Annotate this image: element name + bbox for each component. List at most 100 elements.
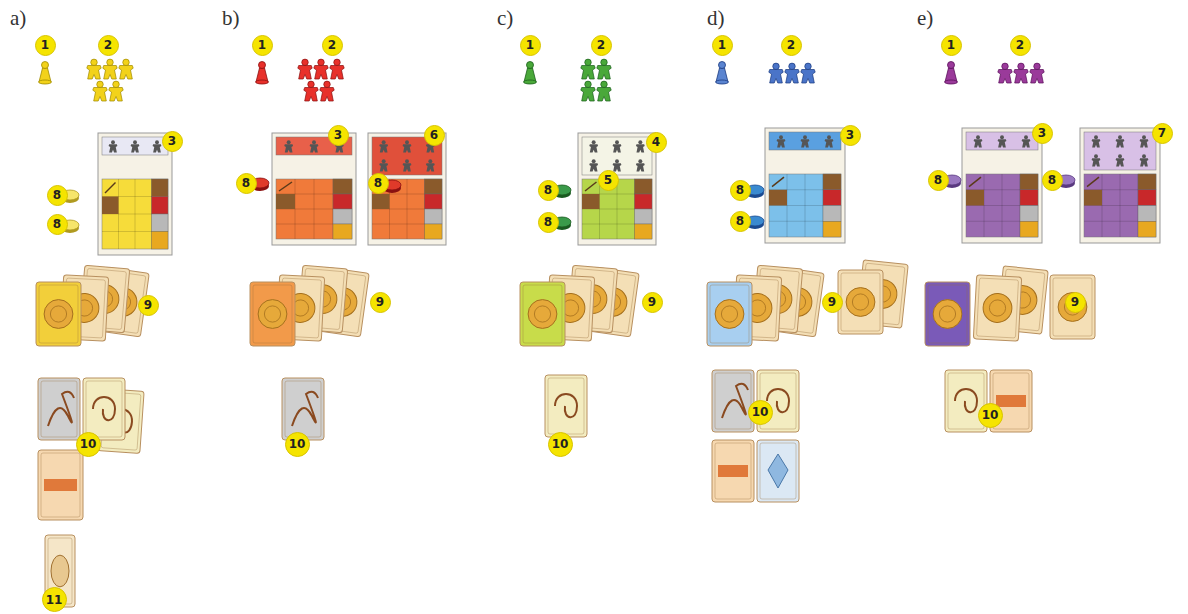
player-board	[962, 128, 1042, 243]
callout-text: 8	[736, 184, 744, 196]
callout-number: 1	[252, 35, 273, 56]
callout-text: 2	[1016, 39, 1024, 51]
player-pawn	[945, 62, 958, 85]
callout-text: 11	[46, 594, 63, 606]
player-pawn	[716, 62, 729, 85]
board-figure	[974, 135, 983, 147]
worker-meeple	[785, 63, 799, 83]
board-figure	[998, 135, 1007, 147]
column-letter: d)	[707, 8, 725, 29]
callout-number: 1	[712, 35, 733, 56]
player-board	[368, 133, 446, 245]
card	[250, 282, 295, 346]
card	[83, 378, 125, 440]
callout-number: 7	[1152, 123, 1173, 144]
callout-number: 1	[520, 35, 541, 56]
board-figure	[109, 140, 118, 152]
callout-text: 9	[828, 296, 836, 308]
callout-number: 8	[47, 214, 68, 235]
player-board	[98, 133, 172, 255]
board-figure	[1116, 154, 1125, 166]
board-figure	[613, 140, 622, 152]
callout-text: 3	[168, 135, 176, 147]
callout-text: 8	[736, 215, 744, 227]
board-figure	[801, 135, 810, 147]
board-figure	[284, 140, 293, 152]
callout-number: 3	[162, 131, 183, 152]
callout-number: 9	[642, 292, 663, 313]
callout-number: 2	[1010, 35, 1031, 56]
callout-text: 8	[374, 177, 382, 189]
board-figure	[589, 159, 598, 171]
worker-meeple	[581, 59, 595, 79]
callout-text: 8	[1048, 174, 1056, 186]
callout-text: 2	[104, 39, 112, 51]
board-figure	[403, 159, 412, 171]
worker-meeple	[298, 59, 312, 79]
worker-meeple	[330, 59, 344, 79]
worker-meeple	[119, 59, 133, 79]
callout-number: 1	[941, 35, 962, 56]
board-figure	[636, 140, 645, 152]
board-figure	[1140, 154, 1149, 166]
callout-text: 2	[597, 39, 605, 51]
callout-number: 10	[285, 432, 310, 457]
card	[838, 270, 883, 334]
callout-text: 6	[430, 129, 438, 141]
board-figure	[613, 159, 622, 171]
callout-number: 4	[646, 132, 667, 153]
callout-text: 2	[328, 39, 336, 51]
column-letter: b)	[222, 8, 240, 29]
callout-text: 5	[604, 174, 612, 186]
worker-meeple	[103, 59, 117, 79]
worker-meeple	[581, 81, 595, 101]
callout-number: 8	[730, 180, 751, 201]
callout-number: 6	[424, 125, 445, 146]
callout-text: 9	[376, 296, 384, 308]
callout-number: 8	[368, 173, 389, 194]
callout-text: 9	[648, 296, 656, 308]
board-figure	[310, 140, 319, 152]
player-pawn	[39, 62, 52, 85]
worker-meeple	[314, 59, 328, 79]
board-figure	[426, 159, 435, 171]
card	[1050, 275, 1095, 339]
callout-text: 8	[544, 184, 552, 196]
board-figure	[777, 135, 786, 147]
callout-text: 2	[787, 39, 795, 51]
board-figure	[1092, 135, 1101, 147]
callout-text: 8	[242, 177, 250, 189]
player-pawn	[524, 62, 537, 85]
card	[520, 282, 565, 346]
callout-number: 10	[548, 432, 573, 457]
callout-number: 8	[538, 180, 559, 201]
callout-number: 9	[138, 295, 159, 316]
card	[38, 450, 83, 520]
callout-text: 9	[144, 299, 152, 311]
worker-meeple	[769, 63, 783, 83]
worker-meeple	[1014, 63, 1028, 83]
board-figure	[1140, 135, 1149, 147]
callout-number: 3	[328, 125, 349, 146]
callout-number: 2	[322, 35, 343, 56]
card	[712, 440, 754, 502]
player-board	[765, 128, 845, 243]
callout-text: 10	[552, 438, 569, 450]
column-letter: e)	[917, 8, 933, 29]
card	[707, 282, 752, 346]
callout-number: 8	[928, 170, 949, 191]
card	[38, 378, 80, 440]
callout-number: 8	[1042, 170, 1063, 191]
callout-text: 1	[718, 39, 726, 51]
board-figure	[589, 140, 598, 152]
card	[282, 378, 324, 440]
worker-meeple	[597, 81, 611, 101]
callout-text: 10	[982, 409, 999, 421]
player-pawn	[256, 62, 269, 85]
callout-text: 3	[334, 129, 342, 141]
callout-number: 9	[822, 292, 843, 313]
callout-text: 7	[1158, 127, 1166, 139]
callout-number: 9	[370, 292, 391, 313]
board-figure	[1116, 135, 1125, 147]
